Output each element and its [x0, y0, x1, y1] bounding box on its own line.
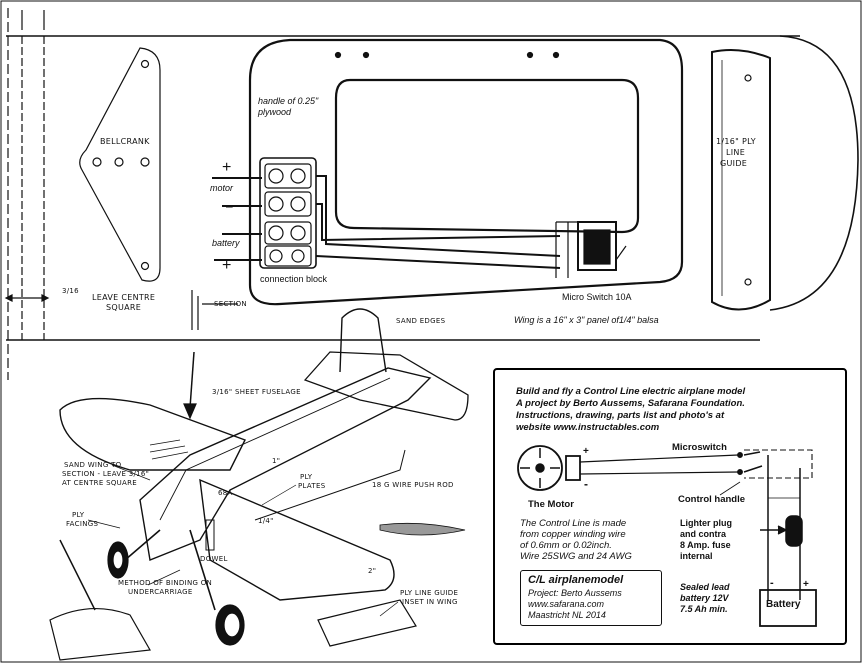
battery-label: battery	[212, 238, 240, 248]
title-box	[520, 570, 662, 626]
control-line-text-4: Wire 25SWG and 24 AWG	[520, 551, 632, 562]
battery-plus: +	[803, 579, 809, 590]
micro-switch-label: Micro Switch 10A	[562, 292, 632, 302]
dimension-1-label: 1"	[272, 457, 281, 465]
ply-plates-label: PLY	[300, 473, 313, 481]
project-line-3: Maastricht NL 2014	[528, 610, 606, 620]
ply-facings-label: PLY	[72, 511, 85, 519]
info-line-2: A project by Berto Aussems, Safarana Fou…	[516, 398, 745, 409]
handle-note: handle of 0.25"	[258, 96, 319, 106]
sand-wing-label-3: AT CENTRE SQUARE	[62, 479, 138, 487]
control-line-text-1: The Control Line is made	[520, 518, 627, 529]
wing-note: Wing is a 16" x 3" panel of1/4" balsa	[514, 315, 659, 325]
ply-facings-label-2: FACINGS	[66, 520, 99, 528]
lighter-plug-text-1: Lighter plug	[680, 518, 732, 528]
push-rod-label: 18 G WIRE PUSH ROD	[372, 481, 454, 489]
dimension-2-label: 2"	[368, 567, 377, 575]
sand-wing-label: SAND WING TO	[64, 461, 122, 469]
dimension-quarter-label: 1/4"	[258, 517, 274, 525]
line-guide-label: 1/16" PLY	[716, 137, 756, 146]
lighter-plug-text-2: and contra	[680, 529, 727, 539]
info-panel	[493, 368, 847, 645]
motor-plus: +	[583, 446, 589, 457]
motor-label: motor	[210, 183, 234, 193]
sand-wing-label-2: SECTION - LEAVE 3/16"	[62, 470, 150, 478]
motor-minus: -	[584, 477, 588, 491]
sealed-battery-text-2: battery 12V	[680, 593, 729, 603]
dimension-label: 3/16	[62, 287, 79, 295]
minus-sign: –	[226, 199, 233, 213]
line-guide-label-3: GUIDE	[720, 159, 748, 168]
dowel-label: DOWEL	[200, 555, 228, 563]
sand-edges-label: SAND EDGES	[396, 317, 446, 325]
bellcrank-label: BELLCRANK	[100, 137, 150, 146]
binding-label-2: UNDERCARRIAGE	[128, 588, 193, 596]
handle-note-2: plywood	[258, 107, 292, 117]
battery-caption: Battery	[766, 599, 801, 610]
binding-label: METHOD OF BINDING ON	[118, 579, 213, 587]
lighter-plug-text-3: 8 Amp. fuse	[680, 540, 731, 550]
ply-plates-label-2: PLATES	[298, 482, 326, 490]
plus-sign-2: +	[222, 257, 232, 274]
lighter-plug-text-4: internal	[680, 551, 713, 561]
control-line-text-3: of 0.6mm or 0.02inch.	[520, 540, 612, 551]
project-line-2: www.safarana.com	[528, 599, 605, 609]
info-line-3: Instructions, drawing, parts list and ph…	[516, 410, 725, 421]
title-box-heading: C/L airplanemodel	[528, 574, 624, 586]
sheet-fuselage-label: 3/16" SHEET FUSELAGE	[212, 388, 301, 396]
motor-caption: The Motor	[528, 499, 574, 510]
control-handle-caption: Control handle	[678, 494, 746, 505]
leave-centre-label-2: SQUARE	[106, 303, 142, 312]
section-label: SECTION	[214, 300, 247, 308]
info-line-4: website www.instructables.com	[516, 422, 660, 433]
line-guide-label-2: LINE	[726, 148, 746, 157]
connection-block-label: connection block	[260, 274, 328, 284]
project-line-1: Project: Berto Aussems	[528, 588, 622, 598]
ply-guide-label: PLY LINE GUIDE	[400, 589, 459, 597]
microswitch-caption: Microswitch	[672, 442, 727, 453]
battery-minus: -	[770, 577, 774, 589]
ply-guide-label-2: INSET IN WING	[402, 598, 458, 606]
control-line-text-2: from copper winding wire	[520, 529, 626, 540]
part-68a-label: 68A	[218, 489, 233, 497]
leave-centre-label: LEAVE CENTRE	[92, 293, 156, 302]
info-line-1: Build and fly a Control Line electric ai…	[516, 386, 746, 397]
plus-sign: +	[222, 159, 232, 176]
sealed-battery-text-3: 7.5 Ah min.	[680, 604, 728, 614]
sealed-battery-text-1: Sealed lead	[680, 582, 730, 592]
